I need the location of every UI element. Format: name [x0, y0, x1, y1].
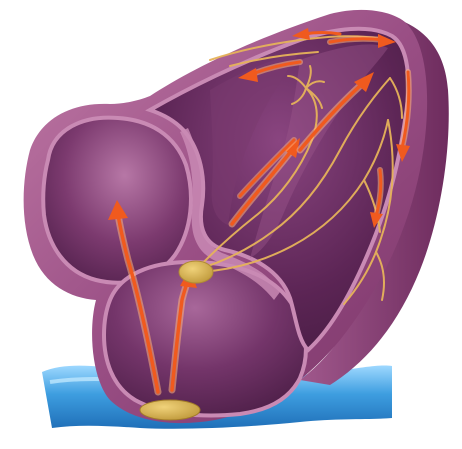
- av-node-icon: [179, 261, 213, 283]
- sa-node-icon: [140, 400, 200, 420]
